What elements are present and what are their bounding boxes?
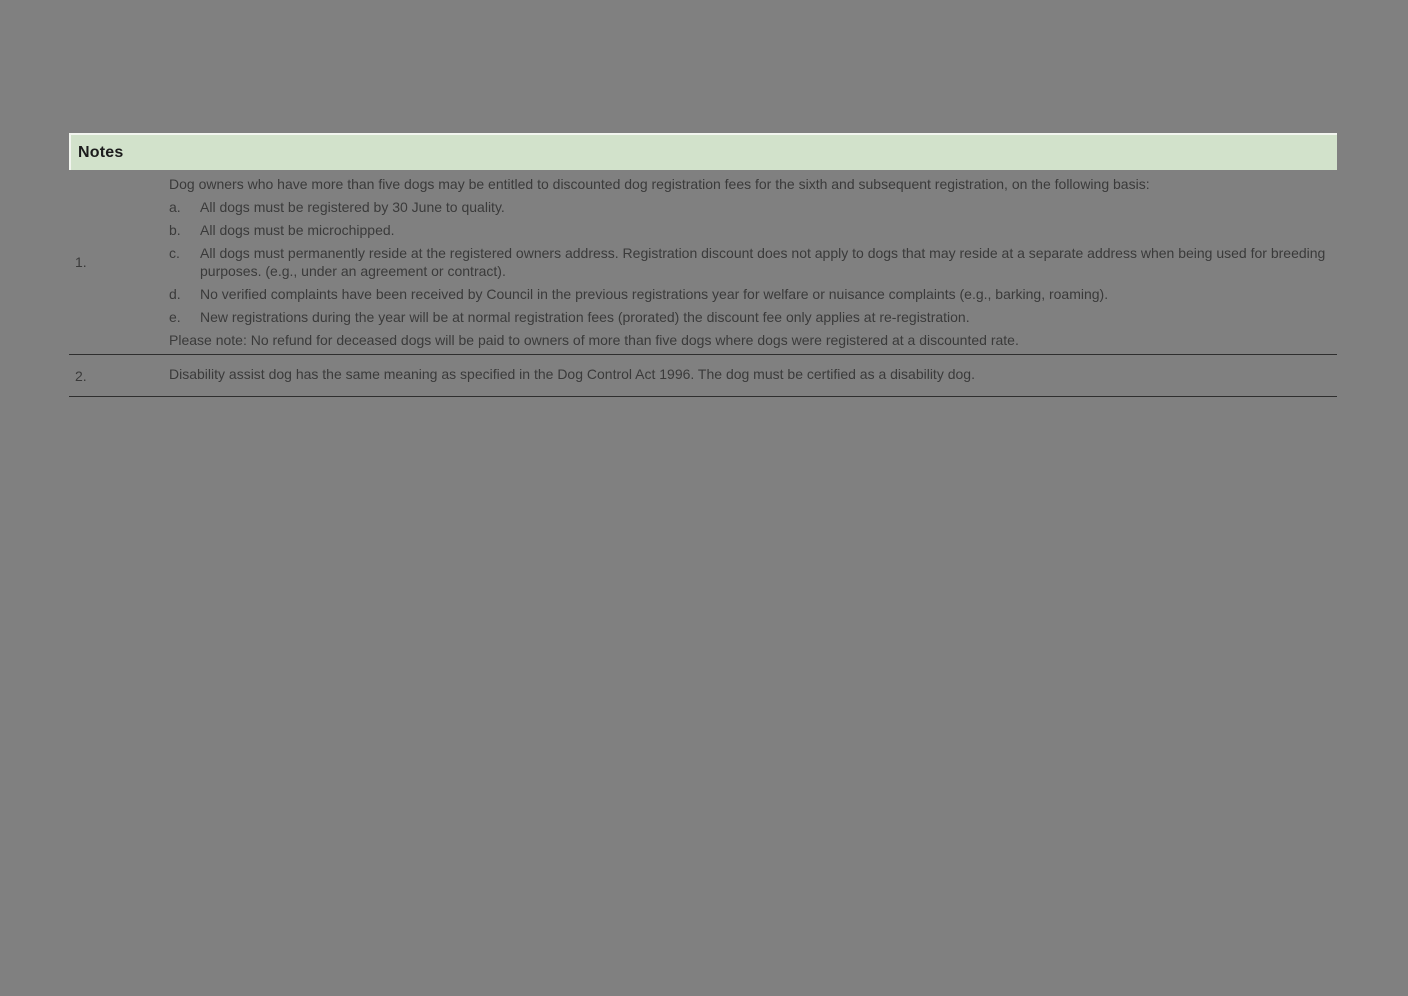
row-number-cell: 1.: [69, 170, 169, 354]
note-sub-list: a. All dogs must be registered by 30 Jun…: [169, 198, 1335, 326]
list-item-text: All dogs must be microchipped.: [200, 222, 395, 238]
notes-header-title: Notes: [78, 143, 124, 161]
list-item: a. All dogs must be registered by 30 Jun…: [169, 198, 1335, 216]
list-item-text: All dogs must be registered by 30 June t…: [200, 199, 505, 215]
row-number-cell: 2.: [69, 355, 169, 396]
list-item-text: New registrations during the year will b…: [200, 309, 970, 325]
table-row: 1. Dog owners who have more than five do…: [69, 170, 1337, 355]
list-item-letter: b.: [169, 222, 181, 238]
list-item: b. All dogs must be microchipped.: [169, 221, 1335, 239]
row-number: 1.: [75, 254, 87, 270]
list-item: e. New registrations during the year wil…: [169, 308, 1335, 326]
table-row: 2. Disability assist dog has the same me…: [69, 355, 1337, 397]
list-item-letter: d.: [169, 286, 181, 302]
note-intro-text: Dog owners who have more than five dogs …: [169, 176, 1150, 192]
please-note-text: Please note: No refund for deceased dogs…: [169, 332, 1019, 348]
row-number: 2.: [75, 367, 87, 384]
list-item-letter: c.: [169, 245, 180, 261]
note-text: Disability assist dog has the same meani…: [169, 366, 975, 382]
list-item-text: All dogs must permanently reside at the …: [200, 245, 1326, 279]
list-item-letter: e.: [169, 309, 181, 325]
list-item-text: No verified complaints have been receive…: [200, 286, 1109, 302]
notes-table-header: Notes: [69, 133, 1337, 170]
list-item-letter: a.: [169, 199, 181, 215]
list-item: d. No verified complaints have been rece…: [169, 285, 1335, 303]
list-item: c. All dogs must permanently reside at t…: [169, 244, 1335, 280]
notes-table: Notes 1. Dog owners who have more than f…: [69, 133, 1337, 397]
row-content-cell: Dog owners who have more than five dogs …: [169, 170, 1337, 354]
